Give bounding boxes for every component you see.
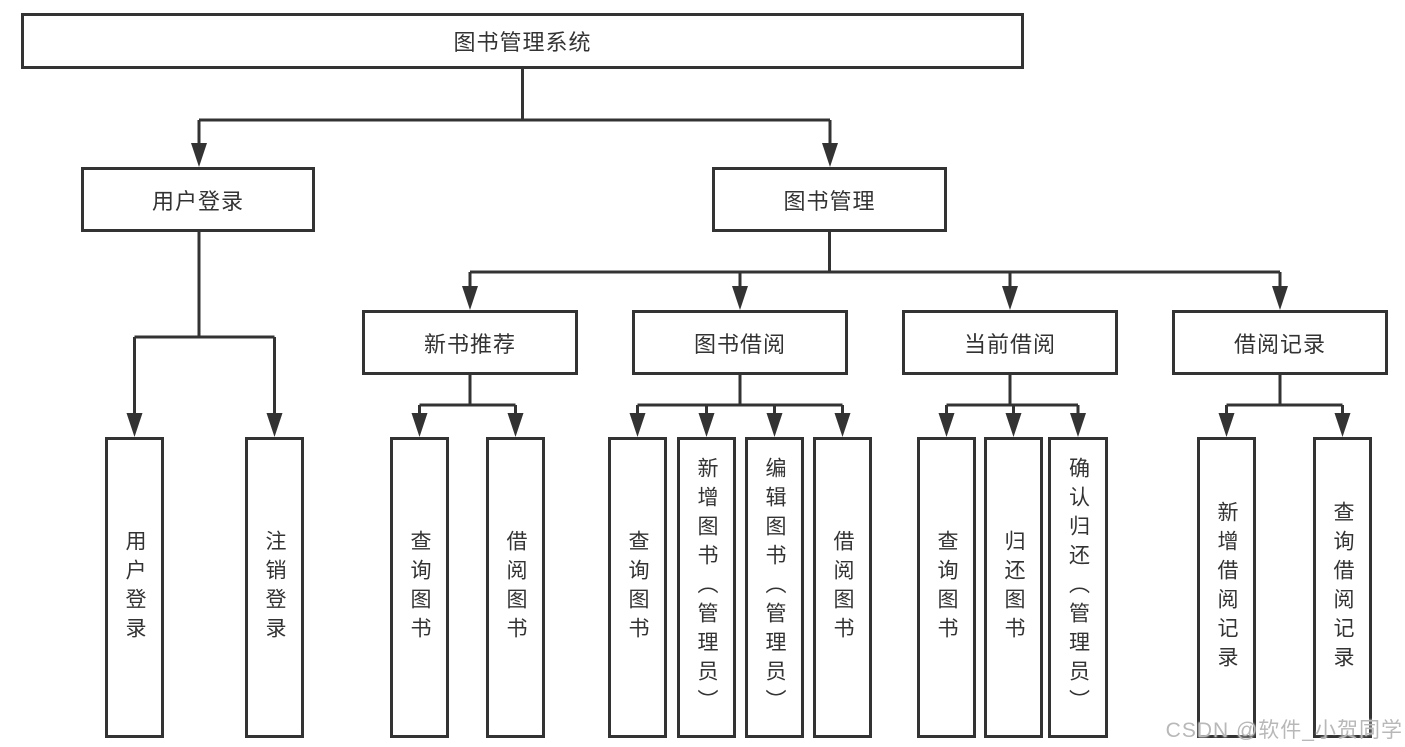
node-user-login: 用户登录 bbox=[81, 167, 315, 232]
node-label: 确认归还（管理员） bbox=[1066, 457, 1090, 718]
csdn-watermark: CSDN @软件_小贺同学 bbox=[1165, 719, 1403, 742]
node-leaf-borrow-books-recommend: 借阅图书 bbox=[486, 437, 545, 738]
node-new-book-recommend: 新书推荐 bbox=[362, 310, 578, 375]
node-label: 查询图书 bbox=[626, 529, 649, 646]
node-label: 用户登录 bbox=[123, 529, 146, 646]
node-leaf-add-books-admin: 新增图书（管理员） bbox=[677, 437, 736, 738]
node-label: 用户登录 bbox=[151, 188, 244, 214]
node-leaf-confirm-return-admin: 确认归还（管理员） bbox=[1048, 437, 1108, 738]
node-book-borrow: 图书借阅 bbox=[632, 310, 848, 375]
node-label: 图书借阅 bbox=[693, 331, 786, 357]
node-label: 查询借阅记录 bbox=[1331, 500, 1354, 675]
node-label: 新书推荐 bbox=[423, 331, 516, 357]
node-leaf-edit-books-admin: 编辑图书（管理员） bbox=[745, 437, 804, 738]
node-label: 新增借阅记录 bbox=[1215, 500, 1238, 675]
node-label: 新增图书（管理员） bbox=[695, 457, 718, 718]
node-root-library-management-system: 图书管理系统 bbox=[21, 13, 1024, 69]
node-label: 借阅记录 bbox=[1233, 331, 1326, 357]
node-label: 注销登录 bbox=[263, 529, 286, 646]
node-label: 编辑图书（管理员） bbox=[763, 457, 786, 718]
node-label: 查询图书 bbox=[935, 529, 958, 646]
node-label: 查询图书 bbox=[408, 529, 431, 646]
node-leaf-query-books-recommend: 查询图书 bbox=[390, 437, 449, 738]
node-label: 归还图书 bbox=[1002, 529, 1025, 646]
node-label: 借阅图书 bbox=[831, 529, 854, 646]
node-label: 借阅图书 bbox=[504, 529, 527, 646]
node-label: 图书管理 bbox=[783, 188, 876, 214]
node-leaf-query-books-borrow: 查询图书 bbox=[608, 437, 667, 738]
node-leaf-query-books-current: 查询图书 bbox=[917, 437, 976, 738]
node-leaf-return-books: 归还图书 bbox=[984, 437, 1043, 738]
node-current-borrow: 当前借阅 bbox=[902, 310, 1118, 375]
node-leaf-borrow-books: 借阅图书 bbox=[813, 437, 872, 738]
node-leaf-query-borrow-record: 查询借阅记录 bbox=[1313, 437, 1372, 738]
node-leaf-user-login: 用户登录 bbox=[105, 437, 164, 738]
node-leaf-logout: 注销登录 bbox=[245, 437, 304, 738]
node-leaf-add-borrow-record: 新增借阅记录 bbox=[1197, 437, 1256, 738]
node-label: 当前借阅 bbox=[963, 331, 1056, 357]
node-label: 图书管理系统 bbox=[453, 30, 592, 55]
node-borrow-records: 借阅记录 bbox=[1172, 310, 1388, 375]
node-book-management: 图书管理 bbox=[712, 167, 947, 232]
